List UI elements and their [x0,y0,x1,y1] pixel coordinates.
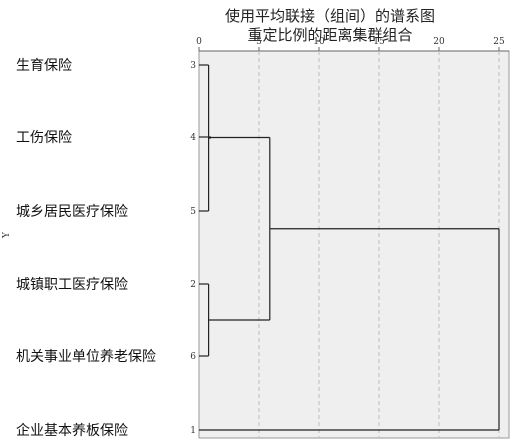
leaf-label: 企业基本养板保险 [16,423,128,439]
x-tick-label: 15 [373,37,385,47]
chart-title: 使用平均联接（组间）的谱系图 [224,7,435,25]
leaf-id: 2 [190,280,196,290]
leaf-label: 工伤保险 [16,130,72,146]
leaf-label: 机关事业单位养老保险 [16,349,156,365]
x-tick-label: 20 [433,37,445,47]
x-tick-label: 0 [196,37,202,47]
x-tick-label: 5 [256,37,262,47]
plot-area [198,50,510,439]
leaf-label: 城镇职工医疗保险 [16,277,128,293]
x-tick-label: 10 [313,37,325,47]
leaf-id: 4 [190,133,196,143]
leaf-label: 城乡居民医疗保险 [16,204,128,220]
leaf-id: 6 [190,352,196,362]
leaf-id: 3 [190,61,196,71]
x-tick-label: 25 [493,37,505,47]
leaf-id: 1 [190,426,196,436]
chart-subtitle: 重定比例的距离集群组合 [247,26,413,44]
leaf-label: 生育保险 [16,58,72,74]
leaf-id: 5 [190,207,196,217]
